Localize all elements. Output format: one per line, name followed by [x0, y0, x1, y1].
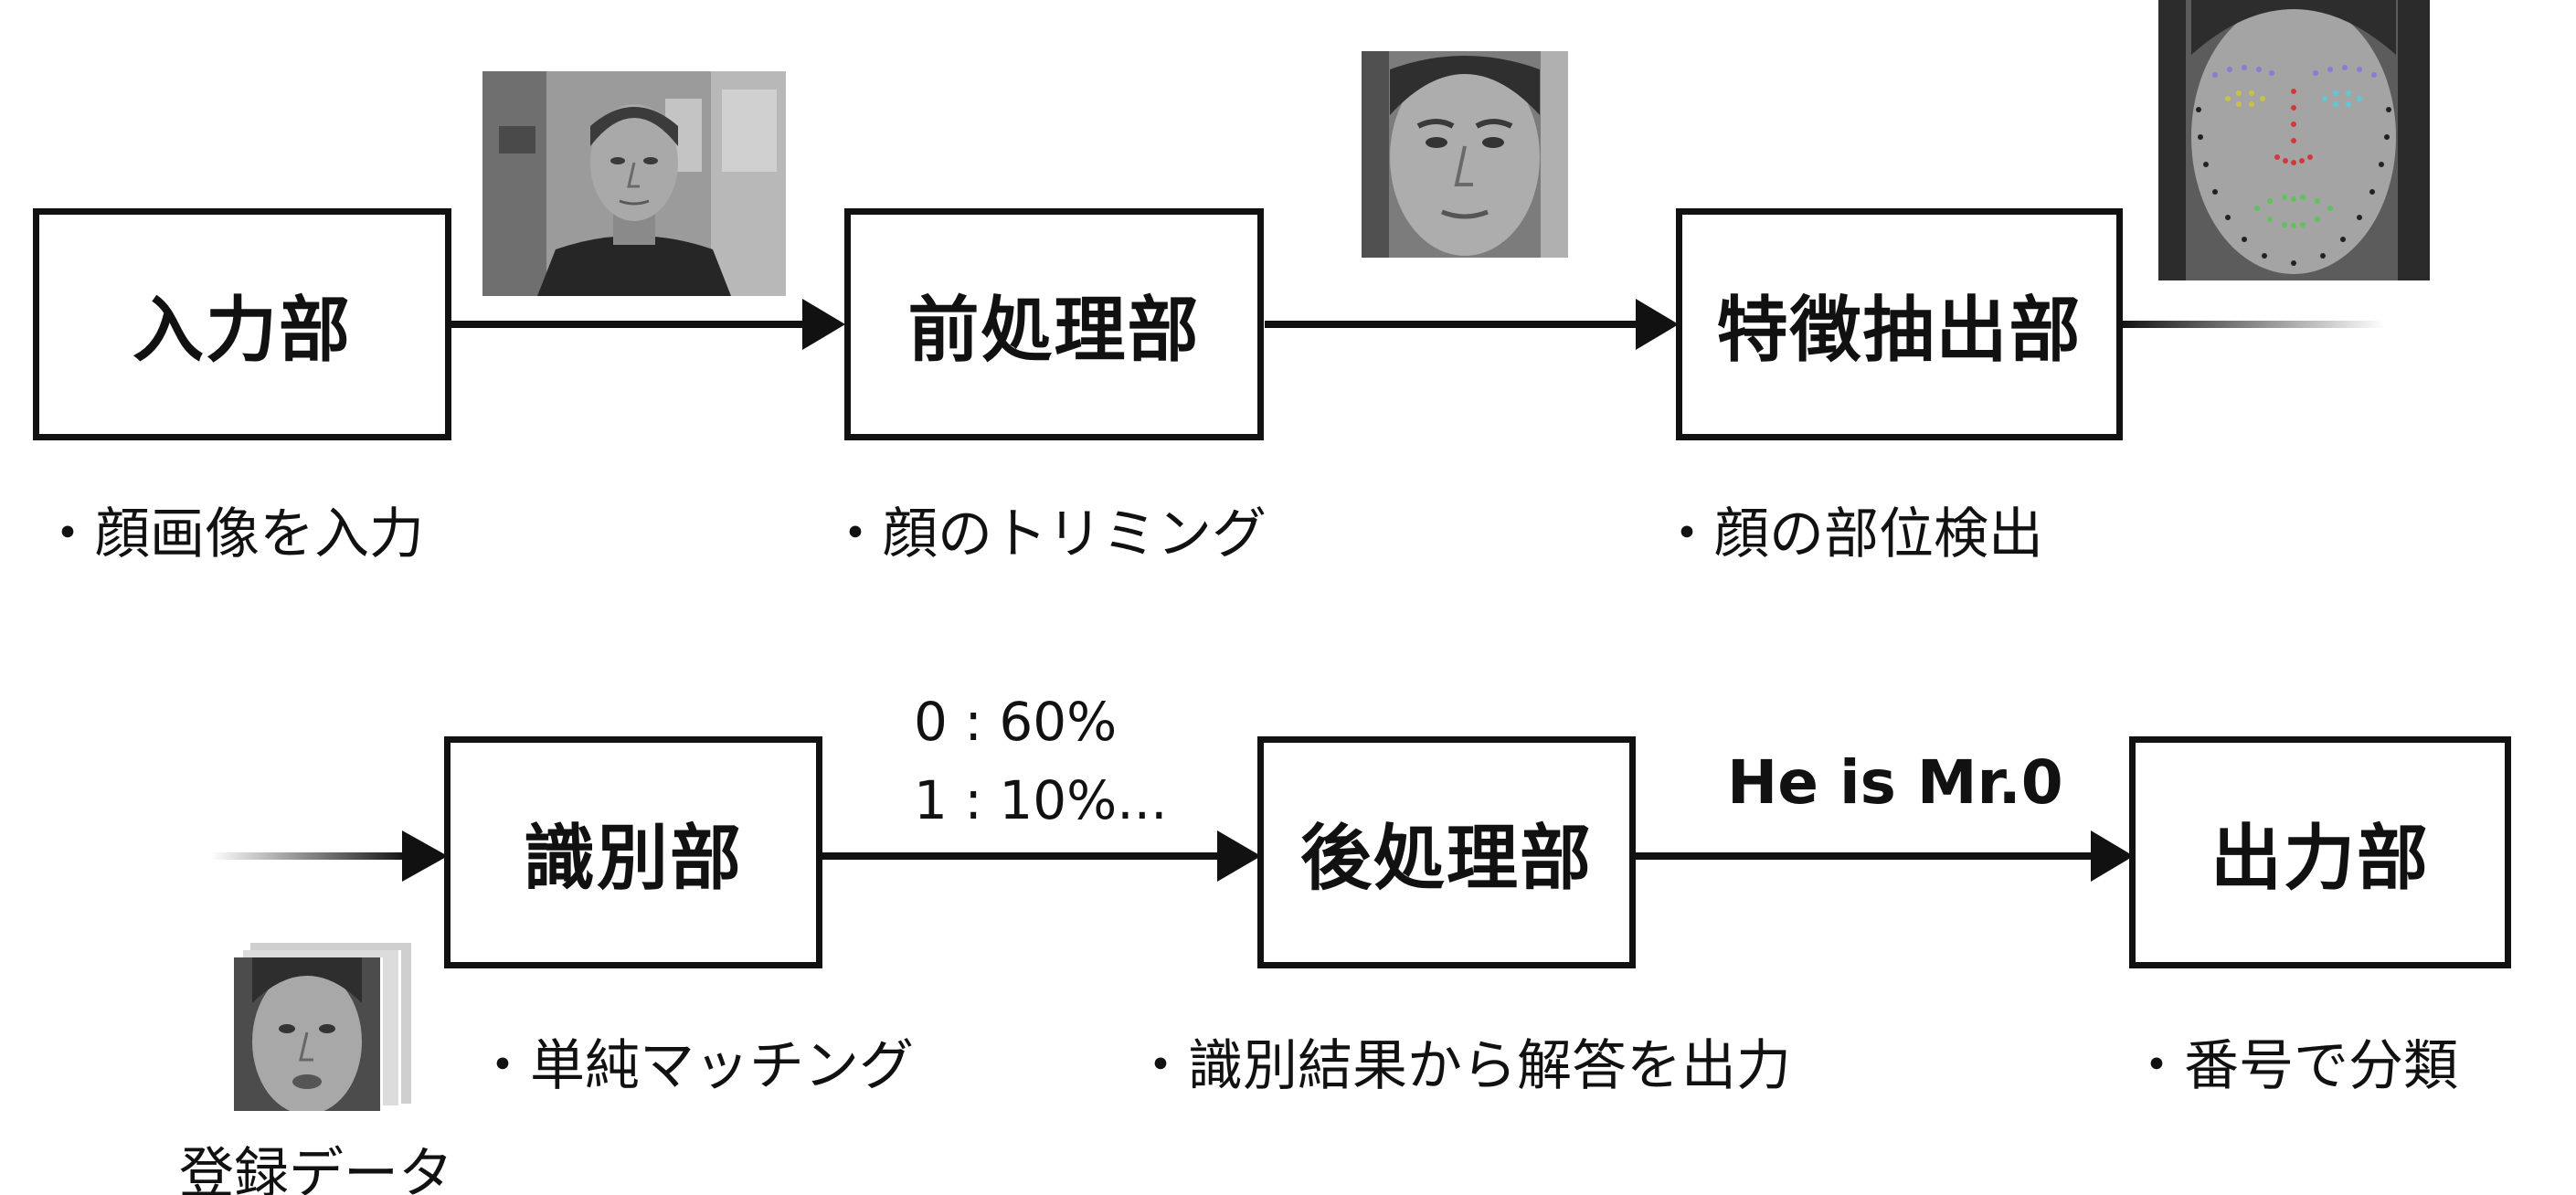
arrow-postprocess-to-output: [1634, 830, 2134, 882]
stage-output-box: 出力部: [2129, 736, 2511, 968]
identify-score-line-1: 0 : 60%: [914, 691, 1118, 753]
registered-face-photo-front: [234, 957, 383, 1111]
recognition-result-label: He is Mr.0: [1727, 747, 2063, 818]
landmark-face-photo: [2158, 0, 2430, 280]
arrow-preprocess-to-feature: [1265, 299, 1679, 350]
arrow-identify-to-postprocess: [821, 830, 1261, 882]
arrow-incoming-to-identify: [210, 830, 448, 882]
registered-data-label: 登録データ: [179, 1142, 453, 1195]
stage-feature-extraction-box: 特徴抽出部: [1676, 208, 2123, 440]
cropped-face-photo: [1362, 51, 1568, 258]
stage-input-box: 入力部: [33, 208, 451, 440]
stage-identify-note: ・単純マッチング: [475, 1034, 914, 1098]
arrow-input-to-preprocess: [448, 299, 845, 350]
stage-postprocess-note: ・識別結果から解答を出力: [1133, 1034, 1791, 1098]
stage-postprocess-box: 後処理部: [1257, 736, 1636, 968]
stage-feature-extraction-note: ・顔の部位検出: [1659, 502, 2043, 566]
identify-score-line-2: 1 : 10%...: [914, 769, 1168, 831]
arrow-feature-outgoing-fade: [2120, 321, 2385, 328]
stage-preprocess-note: ・顔のトリミング: [828, 502, 1267, 566]
input-face-photo: [482, 71, 786, 296]
stage-input-note: ・顔画像を入力: [40, 502, 424, 566]
stage-output-note: ・番号で分類: [2129, 1034, 2458, 1098]
stage-identify-box: 識別部: [444, 736, 822, 968]
stage-preprocess-box: 前処理部: [844, 208, 1264, 440]
